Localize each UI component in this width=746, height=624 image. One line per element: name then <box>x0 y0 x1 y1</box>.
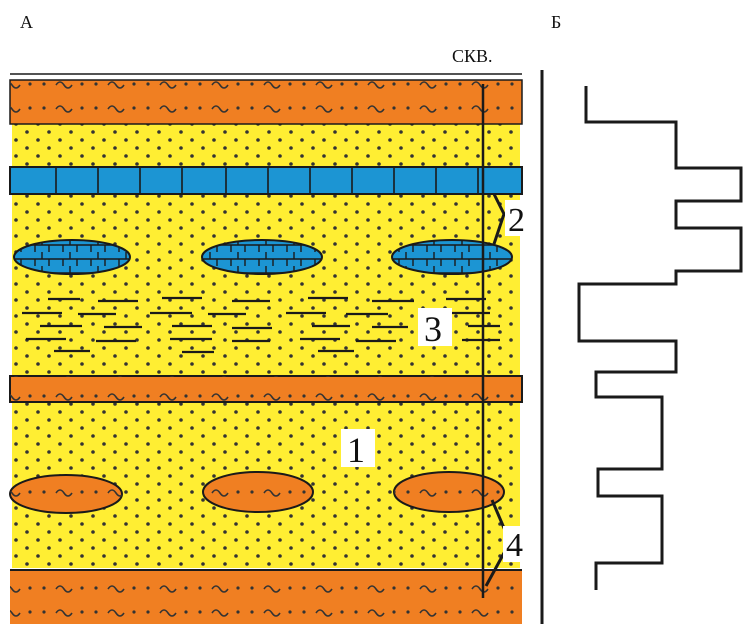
clay-lens-2 <box>202 471 314 513</box>
limestone-lens-1 <box>13 239 131 275</box>
panel-label-b: Б <box>551 12 561 32</box>
well-label: СКВ. <box>452 46 493 66</box>
clay-layer-top <box>9 79 523 125</box>
panel-label-a: А <box>20 12 33 32</box>
limestone-lens-3 <box>391 239 513 275</box>
clay-layer-bottom <box>10 569 522 624</box>
limestone-lens-2 <box>201 239 323 275</box>
callout-4: 4 <box>506 527 523 564</box>
clay-lens-3 <box>393 471 505 513</box>
limestone-layer <box>9 166 523 195</box>
callout-1: 1 <box>347 430 365 470</box>
clay-layer-middle <box>9 375 523 403</box>
callout-3: 3 <box>424 309 442 349</box>
clay-dashes-zone <box>22 296 500 354</box>
clay-lens-1 <box>9 474 123 514</box>
callout-2: 2 <box>508 202 525 239</box>
well-log-curve <box>577 86 743 590</box>
